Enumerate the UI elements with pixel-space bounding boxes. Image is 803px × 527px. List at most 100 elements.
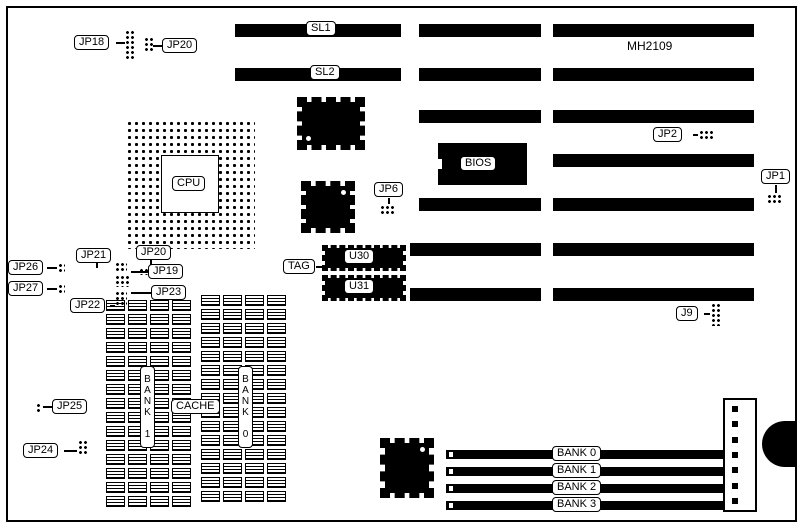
cache-chip <box>223 477 242 488</box>
jumper-pins-j9 <box>710 302 720 326</box>
cache-chip <box>223 323 242 334</box>
cache-chip <box>267 365 286 376</box>
cache-chip <box>128 356 147 367</box>
slot-row7-mid <box>410 288 541 301</box>
cache-chip <box>245 477 264 488</box>
cache-chip <box>172 342 191 353</box>
cache-chip <box>267 421 286 432</box>
slot-row7-right <box>553 288 754 301</box>
cache-chip <box>106 412 125 423</box>
jumper-pins-jp2 <box>698 129 713 139</box>
cache-chip <box>128 468 147 479</box>
qfp-chip-mid <box>301 181 355 233</box>
power-pin <box>732 497 738 504</box>
cache-chip <box>106 454 125 465</box>
cache-chip <box>172 370 191 381</box>
slot-row6-right <box>553 243 754 256</box>
pin1-dot <box>420 447 425 452</box>
cache-chip <box>128 300 147 311</box>
cache-chip <box>106 384 125 395</box>
leader-line-jp27 <box>47 288 57 290</box>
cache-chip <box>201 449 220 460</box>
cache-chip <box>128 482 147 493</box>
keyboard-connector <box>762 421 797 467</box>
cache-chip <box>245 351 264 362</box>
jumper-pins-jp1 <box>766 193 781 203</box>
pin1-dot <box>306 136 311 141</box>
jumper-pins-cluster-4 <box>138 267 148 275</box>
cache-chip <box>245 323 264 334</box>
leader-line-jp26 <box>47 267 57 269</box>
cache-chip <box>128 342 147 353</box>
slot-row1-right <box>553 24 754 37</box>
jumper-pins-cluster-3 <box>114 290 127 306</box>
label-jp6: JP6 <box>374 182 403 197</box>
cache-chip <box>223 295 242 306</box>
slot-row2-right <box>553 68 754 81</box>
simm-slot-bank0 <box>446 450 757 459</box>
power-pin <box>732 467 738 474</box>
cache-chip <box>150 342 169 353</box>
cache-chip <box>267 449 286 460</box>
cache-array-left <box>106 300 195 512</box>
label-jp18: JP18 <box>74 35 110 50</box>
cache-chip <box>172 356 191 367</box>
jumper-pins-cluster-1 <box>114 261 127 271</box>
leader-line-jp1 <box>775 185 777 193</box>
slot-row5-right <box>553 198 754 211</box>
power-pin <box>732 482 738 489</box>
board-outline <box>6 6 797 522</box>
leader-line-jp25 <box>43 406 53 408</box>
power-pin <box>732 421 738 428</box>
label-simm-bank2: BANK 2 <box>552 480 602 495</box>
jumper-pins-jp26 <box>57 262 65 273</box>
leader-line-jp20-top <box>153 45 163 47</box>
simm-slot-bank3 <box>446 501 757 510</box>
label-u30: U30 <box>344 249 375 264</box>
cache-chip <box>106 342 125 353</box>
label-jp22: JP22 <box>70 298 106 313</box>
cache-chip <box>201 491 220 502</box>
cache-chip <box>106 314 125 325</box>
cache-chip <box>172 440 191 451</box>
label-jp27: JP27 <box>8 281 44 296</box>
board-model: MH2109 <box>627 39 673 53</box>
jumper-pins-jp20-top <box>143 36 153 51</box>
cache-chip <box>128 314 147 325</box>
cache-chip <box>150 482 169 493</box>
jumper-pins-jp27 <box>57 283 65 294</box>
label-jp21: JP21 <box>76 248 112 263</box>
cache-chip <box>201 421 220 432</box>
cache-chip <box>106 426 125 437</box>
label-cache-bank0: BANK 0 <box>238 366 253 448</box>
label-jp2: JP2 <box>653 127 682 142</box>
cache-chip <box>267 351 286 362</box>
cache-chip <box>201 477 220 488</box>
cache-chip <box>128 496 147 507</box>
leader-line-jp20-cluster <box>150 260 152 267</box>
cache-chip <box>150 496 169 507</box>
leader-line-jp6 <box>388 198 390 204</box>
cache-chip <box>201 295 220 306</box>
label-jp25: JP25 <box>52 399 88 414</box>
leader-line-tag <box>316 266 322 268</box>
label-jp23: JP23 <box>151 285 187 300</box>
cache-chip <box>201 463 220 474</box>
cache-chip <box>172 482 191 493</box>
cache-chip <box>267 477 286 488</box>
label-jp20-cluster: JP20 <box>136 245 172 260</box>
power-pin <box>732 406 738 412</box>
cache-chip <box>106 328 125 339</box>
cache-chip <box>106 482 125 493</box>
cache-chip <box>201 323 220 334</box>
slot-row3-mid <box>419 110 541 123</box>
leader-line-jp21 <box>96 263 98 268</box>
label-tag: TAG <box>283 259 315 274</box>
cache-chip <box>223 463 242 474</box>
cache-chip <box>172 468 191 479</box>
cache-chip <box>267 435 286 446</box>
cache-chip <box>172 454 191 465</box>
label-cache-bank1: BANK 1 <box>140 366 155 448</box>
cache-chip <box>172 384 191 395</box>
cache-chip <box>172 328 191 339</box>
